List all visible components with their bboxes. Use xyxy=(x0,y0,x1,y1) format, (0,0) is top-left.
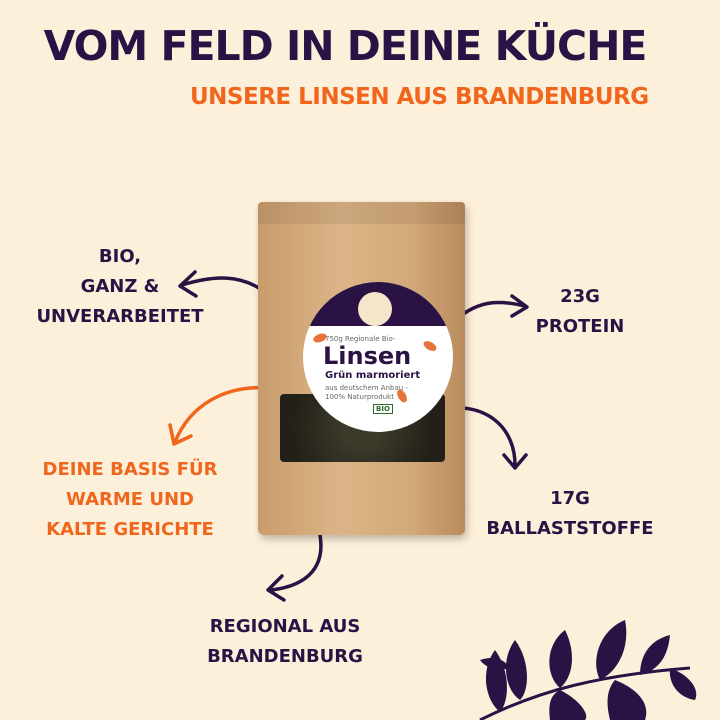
feature-line: GANZ & xyxy=(80,276,160,297)
bio-badge: BIO xyxy=(373,404,393,414)
page-title: VOM FELD IN DEINE KÜCHE xyxy=(43,22,648,70)
label-origin: aus deutschem Anbau - 100% Naturprodukt xyxy=(325,384,408,401)
feature-line: WARME UND xyxy=(66,489,194,510)
brand-logo xyxy=(358,292,392,326)
feature-line: UNVERARBEITET xyxy=(36,306,204,327)
arrow-to-regional xyxy=(266,533,323,602)
leaf-branch-icon xyxy=(479,620,697,720)
feature-line: KALTE GERICHTE xyxy=(46,519,214,540)
feature-line: BALLASTSTOFFE xyxy=(486,518,654,539)
label-weight: 750g Regionale Bio- xyxy=(325,335,396,343)
arrow-to-basis xyxy=(168,385,270,446)
arrow-to-protein xyxy=(456,294,529,320)
product-label: 750g Regionale Bio- Linsen Grün marmorie… xyxy=(303,282,453,432)
product-bag-image: 750g Regionale Bio- Linsen Grün marmorie… xyxy=(258,202,465,535)
feature-regional: REGIONAL AUS BRANDENBURG xyxy=(190,612,380,672)
feature-bio: BIO, GANZ & UNVERARBEITET xyxy=(30,242,210,332)
label-variety: Grün marmoriert xyxy=(325,370,421,381)
feature-basis: DEINE BASIS FÜR WARME UND KALTE GERICHTE xyxy=(30,455,230,545)
feature-line: BIO, xyxy=(98,246,142,267)
lentil-decoration xyxy=(421,339,439,353)
page-subtitle: UNSERE LINSEN AUS BRANDENBURG xyxy=(190,84,649,110)
feature-line: DEINE BASIS FÜR xyxy=(42,459,218,480)
label-product-name: Linsen xyxy=(323,342,412,370)
feature-line: PROTEIN xyxy=(535,316,625,337)
feature-line: BRANDENBURG xyxy=(207,646,363,667)
feature-protein: 23G PROTEIN xyxy=(520,282,640,342)
feature-fiber: 17G BALLASTSTOFFE xyxy=(475,484,665,544)
arrow-to-bio xyxy=(178,270,264,298)
feature-line: 23G xyxy=(560,286,600,307)
feature-line: REGIONAL AUS xyxy=(209,616,361,637)
bag-seal xyxy=(258,202,465,224)
feature-line: 17G xyxy=(550,488,590,509)
